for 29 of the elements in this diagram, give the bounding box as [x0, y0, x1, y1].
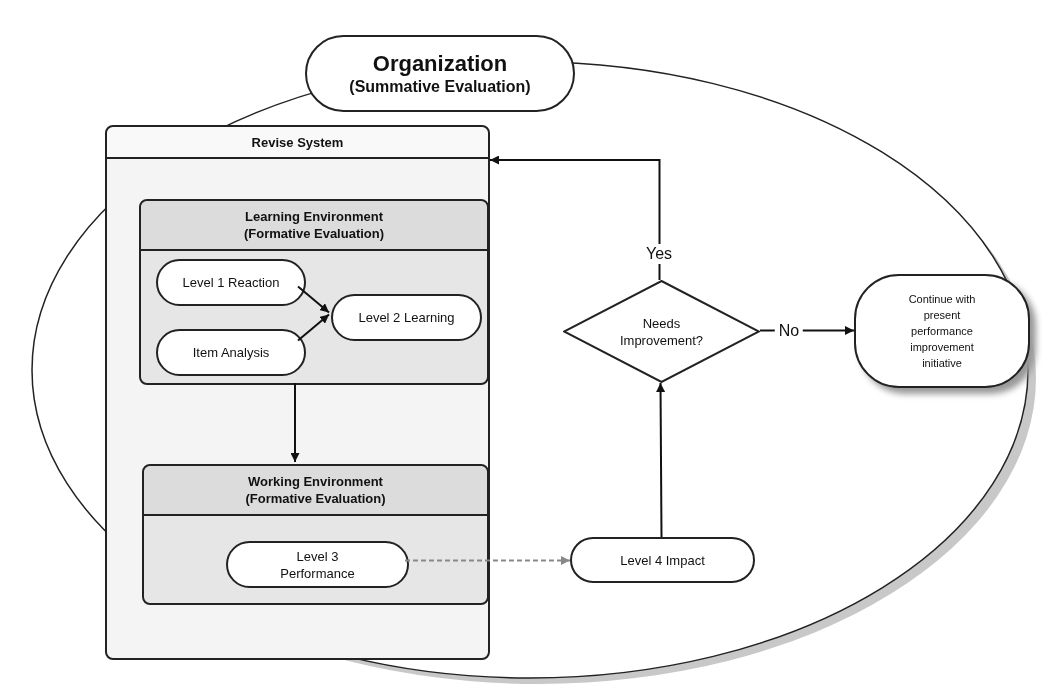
level-pill [226, 541, 409, 588]
level-pill [156, 259, 306, 306]
arrow [656, 382, 666, 538]
level-text: Level 1 Reaction [182, 274, 280, 291]
title-text: Organization [372, 49, 508, 78]
environment-panel [139, 199, 489, 385]
decision-text: Needs Improvement? [618, 314, 705, 349]
terminal-box [854, 274, 1030, 388]
level-pill [331, 294, 482, 341]
arrow [489, 155, 661, 281]
level-text: Level 2 Learning [358, 309, 455, 326]
environment-panel [142, 464, 489, 605]
system-panel [105, 125, 490, 660]
decision-diamond [563, 280, 760, 383]
terminal-text: Continue with present performance improvement initiative [907, 292, 977, 371]
arrow [290, 382, 300, 463]
subtitle-text: (Summative Evaluation) [349, 77, 531, 98]
panel-heading: Learning Environment (Formative Evaluation) [242, 208, 386, 242]
level-pill [570, 537, 755, 583]
level-text: Item Analysis [192, 344, 270, 361]
arrow [404, 556, 571, 565]
arrow [297, 285, 330, 314]
level-text: Level 3 Performance [279, 547, 356, 582]
level-pill [156, 329, 306, 376]
panel-heading: Revise System [251, 133, 344, 151]
level-text: Level 4 Impact [620, 551, 705, 569]
arrow [297, 313, 330, 342]
title-pill [305, 35, 575, 112]
panel-heading: Working Environment (Formative Evaluation) [244, 473, 387, 507]
